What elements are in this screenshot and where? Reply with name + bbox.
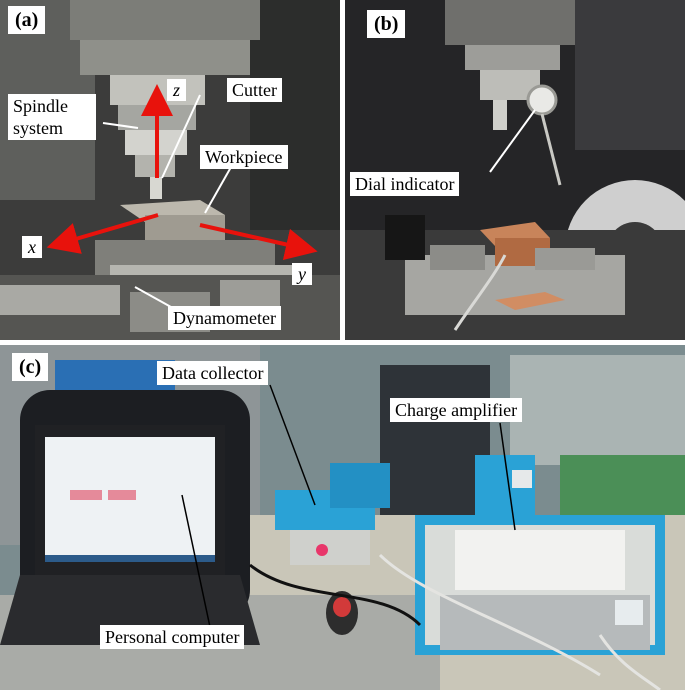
workpiece-label: Workpiece	[200, 145, 288, 169]
panel-c-letter: (c)	[12, 353, 49, 381]
charge-amplifier-label: Charge amplifier	[390, 398, 523, 422]
panel-b-letter: (b)	[367, 10, 406, 38]
x-axis-arrow	[46, 213, 159, 254]
personal-computer-label: Personal computer	[100, 625, 245, 649]
panel-b-scene	[345, 0, 685, 340]
spindle-label-line1: Spindle	[13, 96, 69, 116]
dial-indicator-label: Dial indicator	[350, 172, 460, 196]
x-axis-label: x	[22, 236, 42, 258]
panel-a-scene	[0, 0, 340, 340]
y-axis-arrow	[199, 223, 318, 261]
panel-c-scene	[0, 345, 685, 690]
data-collector-label: Data collector	[157, 361, 269, 385]
panel-a-photo: (a) Spindle system Cutter Workpiece Dyna…	[0, 0, 340, 340]
spindle-label-line2: system	[13, 118, 64, 138]
y-axis-label: y	[292, 263, 312, 285]
cutter-label: Cutter	[227, 78, 282, 102]
z-axis-label: z	[167, 79, 187, 101]
panel-a-letter: (a)	[8, 6, 46, 34]
spindle-system-label: Spindle system	[8, 94, 96, 140]
dynamometer-label: Dynamometer	[168, 306, 281, 330]
panel-b-photo: (b) Dial indicator	[345, 0, 685, 340]
panel-c-photo: (c) Data collector Charge amplifier Pers…	[0, 345, 685, 690]
